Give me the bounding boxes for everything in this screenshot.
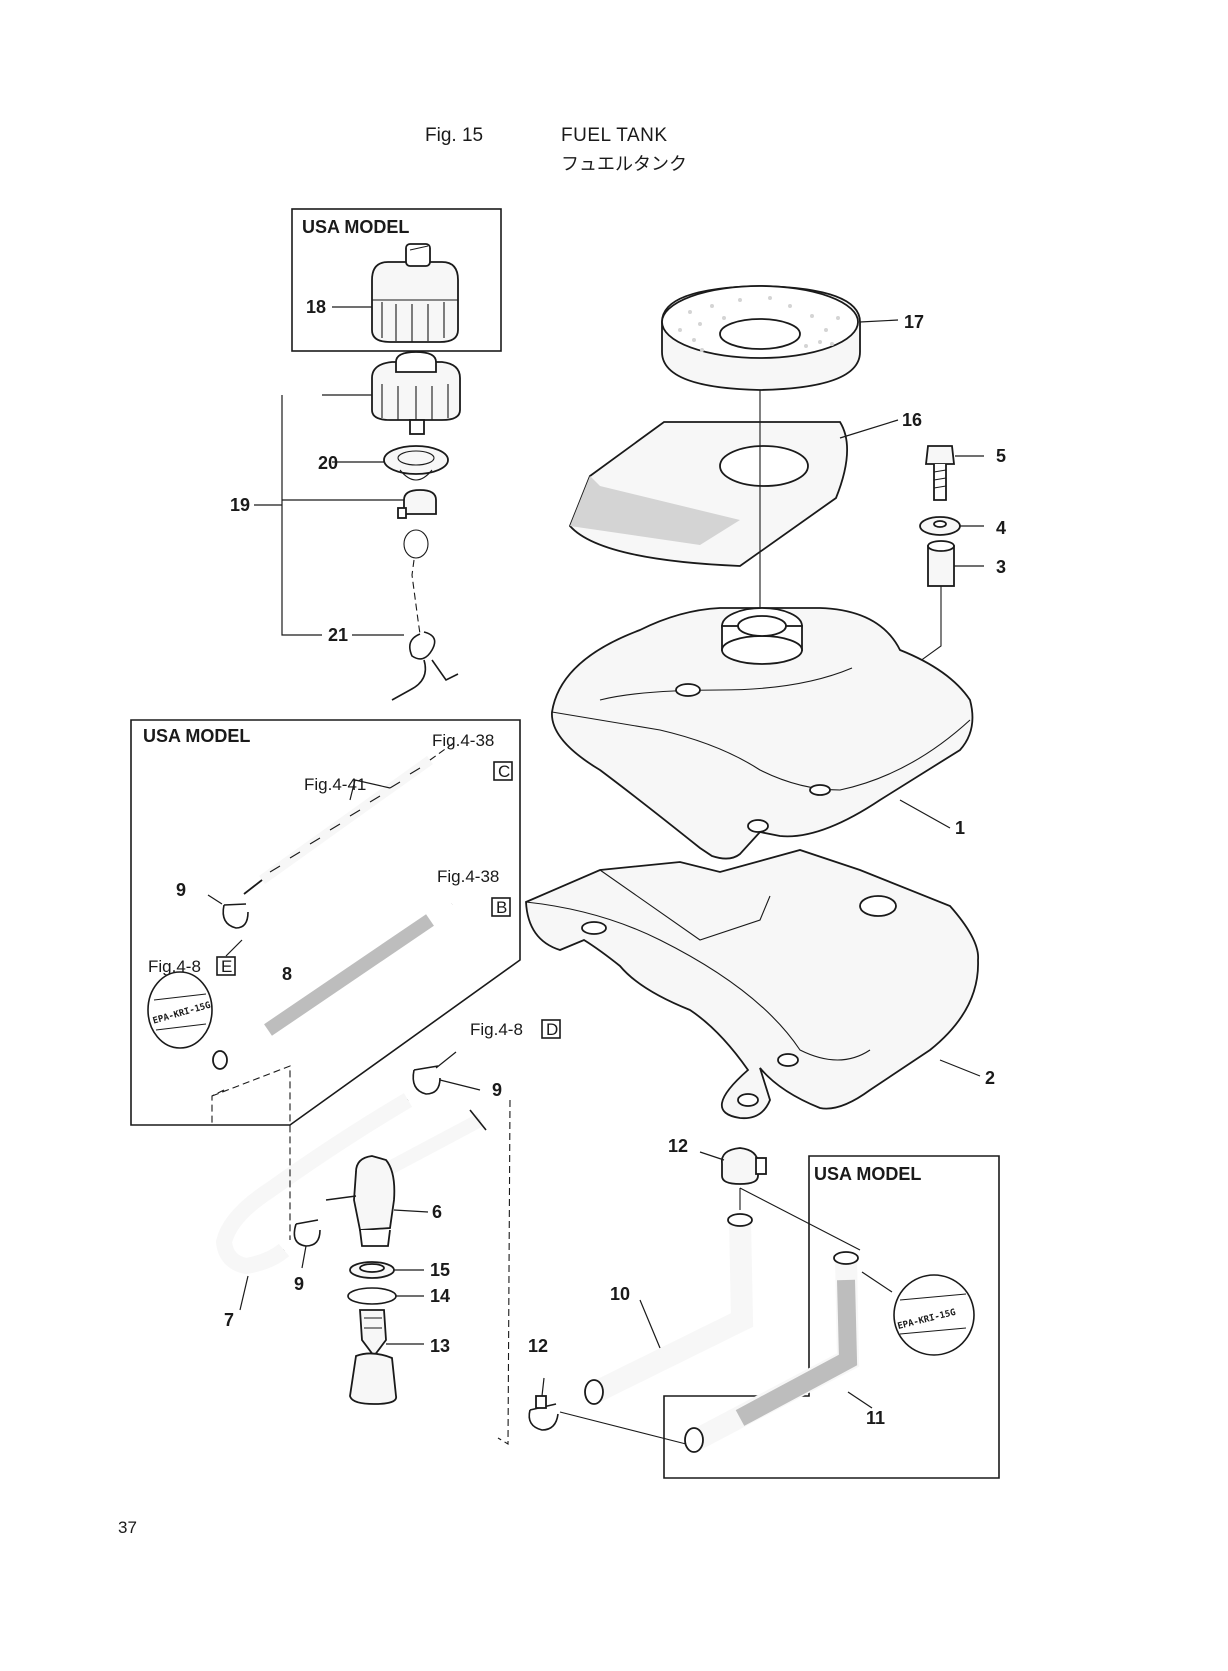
ref-letter-d: D	[546, 1020, 558, 1039]
ref-fig-4-8-d: Fig.4-8	[470, 1020, 523, 1039]
fuel-tank-lower-part	[525, 849, 981, 1120]
callout-11: 11	[866, 1408, 885, 1428]
washer-part	[919, 516, 984, 536]
fuel-hose-10-part	[584, 1213, 754, 1405]
callout-13: 13	[430, 1336, 450, 1356]
epa-stamp-left: EPA-KRI-15G	[147, 971, 213, 1049]
ref-letter-c: C	[498, 762, 510, 781]
foam-pad-part	[661, 285, 899, 391]
callout-12-lower: 12	[528, 1336, 548, 1356]
chain-part	[391, 529, 459, 701]
callout-5: 5	[996, 446, 1006, 466]
page-title: FUEL TANK	[561, 125, 668, 146]
bolt-part	[924, 445, 984, 501]
callout-14: 14	[430, 1286, 450, 1306]
fuel-valve-part	[325, 1109, 487, 1247]
fuel-hose-11-part	[684, 1251, 873, 1453]
clamp-12-lower-part	[528, 1377, 687, 1445]
callout-18: 18	[306, 297, 326, 317]
fuel-cap-usa-part	[371, 243, 459, 343]
collar-part	[879, 540, 984, 691]
gasket-15-part	[349, 1261, 424, 1279]
ref-fig-4-38-c: Fig.4-38	[432, 731, 494, 750]
ref-letter-e-box	[216, 956, 236, 976]
page-number: 37	[118, 1518, 137, 1537]
page-subtitle-japanese: フュエルタンク	[561, 154, 687, 175]
svg-text:EPA-KRI-15G: EPA-KRI-15G	[152, 1001, 212, 1027]
callout-2: 2	[985, 1068, 995, 1088]
ref-letter-b-box	[491, 897, 511, 917]
clamp-9-middle-part	[412, 1065, 481, 1095]
o-ring-14-part	[347, 1287, 424, 1305]
callout-9-upper: 9	[176, 880, 186, 900]
usa-model-bottom-box-label: USA MODEL	[814, 1164, 921, 1184]
usa-model-cap-box-label: USA MODEL	[302, 217, 409, 237]
callout-17: 17	[904, 312, 924, 332]
ref-fig-4-41: Fig.4-41	[304, 775, 366, 794]
fuel-tank-upper-part	[551, 607, 974, 860]
figure-number: Fig. 15	[425, 125, 484, 146]
ref-letter-c-box	[493, 761, 513, 781]
clip-part	[397, 489, 437, 519]
callout-10: 10	[610, 1284, 630, 1304]
clamp-9-upper-part	[207, 894, 249, 929]
usa-model-hose-box-label: USA MODEL	[143, 726, 250, 746]
gasket-part	[383, 445, 449, 481]
braided-hose-8-part	[212, 898, 456, 1070]
clamp-9-lower-part	[293, 1219, 321, 1269]
fuel-cap-part	[371, 351, 461, 435]
routing-line-left	[211, 1065, 291, 1240]
usa-model-cap-box	[291, 208, 502, 352]
callout-9-lower: 9	[294, 1274, 304, 1294]
callout-20: 20	[318, 453, 338, 473]
callout-1: 1	[955, 818, 965, 838]
epa-stamp-right: EPA-KRI-15G	[861, 1271, 975, 1356]
ref-fig-4-38-b: Fig.4-38	[437, 867, 499, 886]
clamp-12-upper-part	[699, 1147, 861, 1251]
callout-9-middle: 9	[492, 1080, 502, 1100]
ref-letter-b: B	[496, 898, 507, 917]
heat-insulator-part	[568, 419, 899, 567]
usa-model-bottom-box	[663, 1155, 1000, 1479]
callout-19: 19	[230, 495, 250, 515]
callout-4: 4	[996, 518, 1006, 538]
routing-line-right	[497, 1099, 511, 1445]
callout-12-upper: 12	[668, 1136, 688, 1156]
svg-text:EPA-KRI-15G: EPA-KRI-15G	[897, 1308, 957, 1332]
callout-21: 21	[328, 625, 348, 645]
ref-fig-4-8-e: Fig.4-8	[148, 957, 201, 976]
ref-letter-d-box	[541, 1019, 561, 1039]
fuel-hose-7-part	[215, 1093, 413, 1311]
ref-letter-e: E	[221, 957, 232, 976]
arrow-fig-4-8-e	[225, 939, 243, 957]
leader-fig-4-41	[349, 779, 391, 801]
arrow-fig-4-8-d	[435, 1051, 457, 1069]
callout-3: 3	[996, 557, 1006, 577]
fuel-strainer-13-part	[349, 1309, 424, 1405]
braided-hose-upper-part	[243, 741, 456, 895]
callout-6: 6	[432, 1202, 442, 1222]
usa-model-hose-box	[130, 719, 521, 1126]
callout-8: 8	[282, 964, 292, 984]
callout-7: 7	[224, 1310, 234, 1330]
callout-16: 16	[902, 410, 922, 430]
callout-15: 15	[430, 1260, 450, 1280]
cap-assembly-bracket	[281, 394, 404, 636]
